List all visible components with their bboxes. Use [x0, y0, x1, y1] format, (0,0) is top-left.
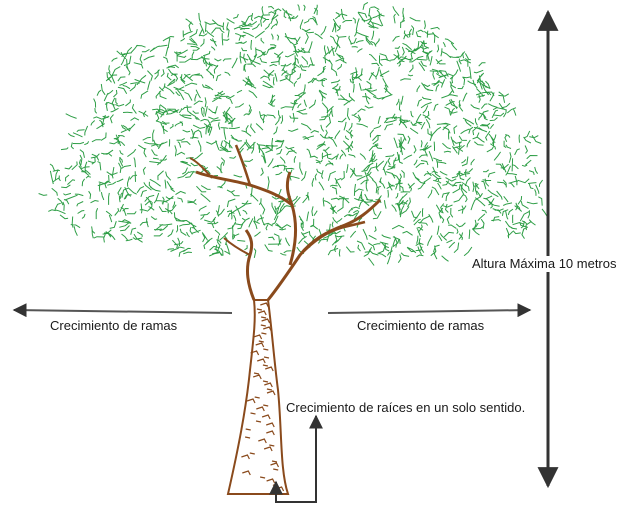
- branch-growth-right-label: Crecimiento de ramas: [357, 318, 485, 334]
- branch-growth-left-label: Crecimiento de ramas: [50, 318, 178, 334]
- foliage-strokes: [38, 1, 548, 266]
- tree-crown: [38, 1, 548, 266]
- branch-growth-right-arrow: [327, 303, 532, 318]
- max-height-label: Altura Máxima 10 metros: [470, 256, 619, 272]
- branch-growth-left-arrow: [12, 303, 233, 318]
- root-growth-arrow: [269, 414, 323, 503]
- root-growth-label: Crecimiento de raíces en un solo sentido…: [286, 400, 526, 415]
- tree-trunk: [189, 144, 382, 495]
